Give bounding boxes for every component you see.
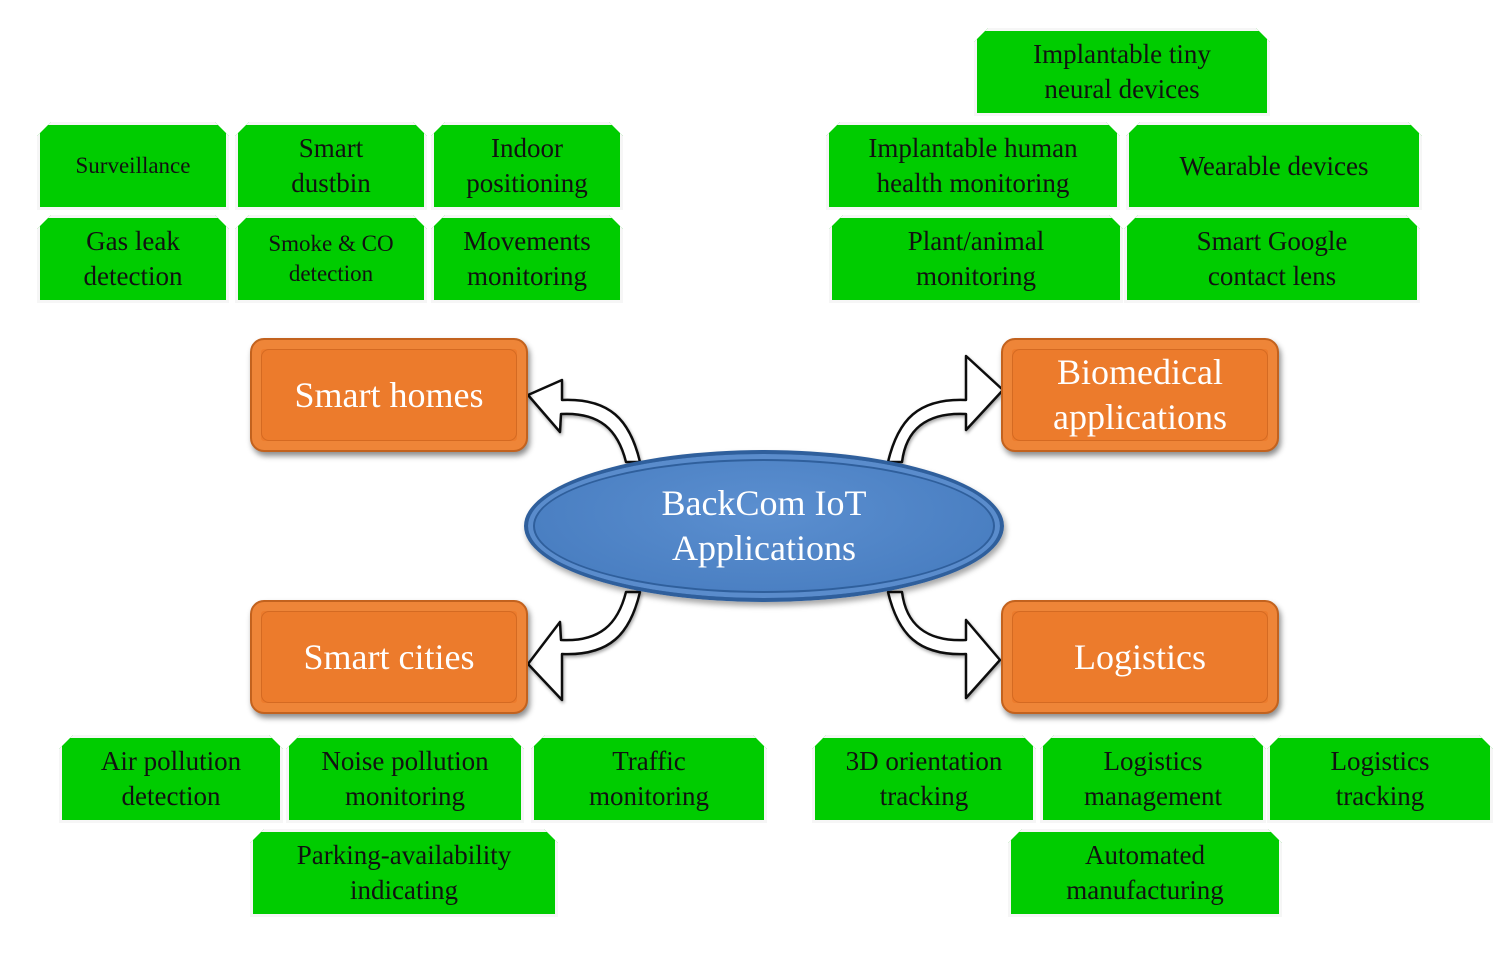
category-smart-cities: Smart cities xyxy=(250,600,528,714)
category-biomedical-line-1: Biomedical xyxy=(1057,352,1223,392)
leaf-text: detection xyxy=(83,261,183,291)
leaf-text: Air pollution xyxy=(100,746,242,776)
leaf-text: Implantable tiny xyxy=(1033,39,1211,69)
leaf-text: monitoring xyxy=(589,781,709,811)
category-smart-cities-label: Smart cities xyxy=(303,636,475,677)
arrow-to-smart-homes xyxy=(526,378,642,464)
leaf-text: health monitoring xyxy=(876,168,1070,198)
leaf-text: Surveillance xyxy=(75,153,191,178)
leaf-text: tracking xyxy=(1335,781,1425,811)
leaf-text: tracking xyxy=(879,781,969,811)
leaf-text: Indoor xyxy=(491,133,563,163)
leaf-text: Smart Google xyxy=(1196,226,1348,256)
leaf-text: Implantable human xyxy=(868,133,1078,163)
leaf-logistics-tracking: Logistics tracking xyxy=(1267,735,1493,823)
leaf-text: detection xyxy=(121,781,221,811)
leaf-air-pollution-detection: Air pollution detection xyxy=(59,735,283,823)
leaf-logistics-management: Logistics management xyxy=(1040,735,1266,823)
leaf-text: Logistics xyxy=(1330,746,1430,776)
leaf-3d-orientation-tracking: 3D orientation tracking xyxy=(812,735,1036,823)
leaf-text: 3D orientation xyxy=(845,746,1003,776)
category-logistics: Logistics xyxy=(1001,600,1279,714)
leaf-text: Gas leak xyxy=(86,226,180,256)
leaf-text: Noise pollution xyxy=(321,746,489,776)
leaf-text: Smart xyxy=(298,133,364,163)
leaf-text: Smoke & CO xyxy=(268,231,394,256)
leaf-noise-pollution-monitoring: Noise pollution monitoring xyxy=(286,735,524,823)
leaf-text: Wearable devices xyxy=(1179,150,1369,181)
leaf-text: Parking-availability xyxy=(296,840,512,870)
category-smart-homes-label: Smart homes xyxy=(294,374,484,415)
leaf-indoor-positioning: Indoor positioning xyxy=(431,122,623,210)
leaf-text: monitoring xyxy=(915,261,1036,291)
category-biomedical: Biomedical applications xyxy=(1001,338,1279,452)
leaf-text: positioning xyxy=(466,168,588,198)
arrow-to-logistics xyxy=(886,590,1002,700)
category-smart-homes: Smart homes xyxy=(250,338,528,452)
leaf-surveillance: Surveillance xyxy=(37,122,229,210)
leaf-wearable-devices: Wearable devices xyxy=(1126,122,1422,210)
center-line-1: BackCom IoT xyxy=(661,483,867,523)
leaf-text: Logistics xyxy=(1103,746,1203,776)
leaf-text: neural devices xyxy=(1044,74,1200,104)
category-biomedical-line-2: applications xyxy=(1053,397,1227,437)
leaf-text: monitoring xyxy=(345,781,465,811)
leaf-implantable-neural-devices: Implantable tiny neural devices xyxy=(974,28,1270,116)
leaf-text: dustbin xyxy=(291,168,371,198)
leaf-parking-availability: Parking-availability indicating xyxy=(250,829,558,917)
leaf-implantable-health-monitoring: Implantable human health monitoring xyxy=(826,122,1120,210)
leaf-movements-monitoring: Movements monitoring xyxy=(431,215,623,303)
leaf-text: contact lens xyxy=(1207,261,1337,291)
leaf-text: indicating xyxy=(350,875,458,905)
leaf-text: manufacturing xyxy=(1066,875,1224,905)
leaf-smart-google-contact-lens: Smart Google contact lens xyxy=(1124,215,1420,303)
leaf-text: Movements xyxy=(463,226,591,256)
leaf-smart-dustbin: Smart dustbin xyxy=(235,122,427,210)
category-logistics-label: Logistics xyxy=(1074,636,1206,677)
leaf-traffic-monitoring: Traffic monitoring xyxy=(531,735,767,823)
leaf-text: management xyxy=(1084,781,1222,811)
arrow-to-biomedical xyxy=(886,354,1005,464)
center-node-backcom-iot: BackCom IoT Applications xyxy=(524,450,1004,602)
leaf-automated-manufacturing: Automated manufacturing xyxy=(1008,829,1282,917)
leaf-text: Plant/animal xyxy=(907,226,1045,256)
leaf-gas-leak-detection: Gas leak detection xyxy=(37,215,229,303)
leaf-smoke-co-detection: Smoke & CO detection xyxy=(235,215,427,303)
leaf-text: monitoring xyxy=(467,261,587,291)
center-line-2: Applications xyxy=(672,528,856,568)
arrow-to-smart-cities xyxy=(526,590,642,702)
leaf-plant-animal-monitoring: Plant/animal monitoring xyxy=(829,215,1123,303)
leaf-text: detection xyxy=(288,261,374,286)
leaf-text: Automated xyxy=(1085,840,1205,870)
leaf-text: Traffic xyxy=(612,746,686,776)
